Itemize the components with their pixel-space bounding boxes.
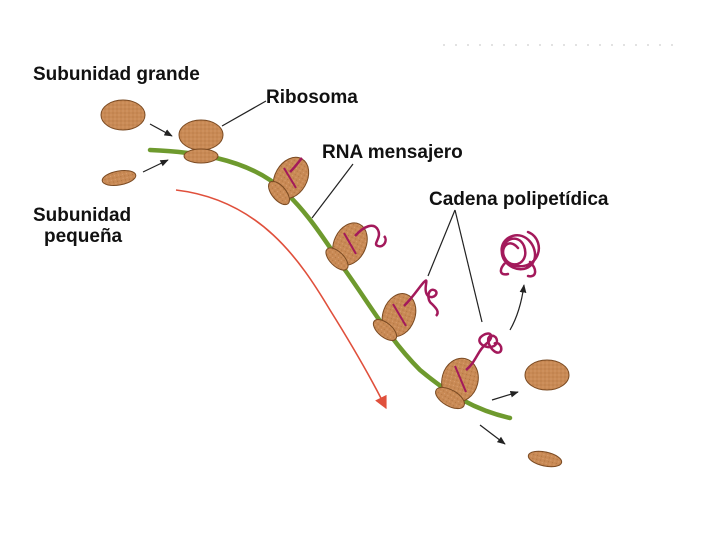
released-polypeptide <box>499 230 540 278</box>
pointer-polypeptide-2 <box>454 209 483 323</box>
ribosome-2 <box>268 156 310 206</box>
label-small-subunit-line1: Subunidad <box>33 205 132 226</box>
arrow-large-to-ribosome <box>149 123 173 137</box>
pointer-mrna <box>311 163 354 219</box>
ribosome-5 <box>435 332 503 410</box>
ribosome-4 <box>372 279 439 341</box>
pointer-ribosome <box>221 100 267 127</box>
pointer-polypeptide-1 <box>427 209 456 277</box>
dotted-decoration <box>438 44 680 46</box>
label-polypeptide: Cadena polipetídica <box>429 189 609 210</box>
label-small-subunit-line2: pequeña <box>44 226 123 247</box>
free-large-subunit <box>100 99 146 131</box>
arrow-polypeptide-release <box>509 284 527 331</box>
label-ribosome: Ribosoma <box>266 87 358 108</box>
arrow-release-large <box>491 391 519 401</box>
ribosome-3 <box>325 222 387 271</box>
released-small-subunit <box>527 450 563 468</box>
label-large-subunit: Subunidad grande <box>33 64 200 85</box>
released-large-subunit <box>524 359 570 391</box>
label-mrna: RNA mensajero <box>322 142 463 163</box>
ribosome-1 <box>178 119 224 164</box>
arrow-release-small <box>479 424 506 445</box>
direction-arrow <box>175 189 387 410</box>
arrow-small-to-ribosome <box>142 159 169 173</box>
free-small-subunit <box>101 170 137 186</box>
